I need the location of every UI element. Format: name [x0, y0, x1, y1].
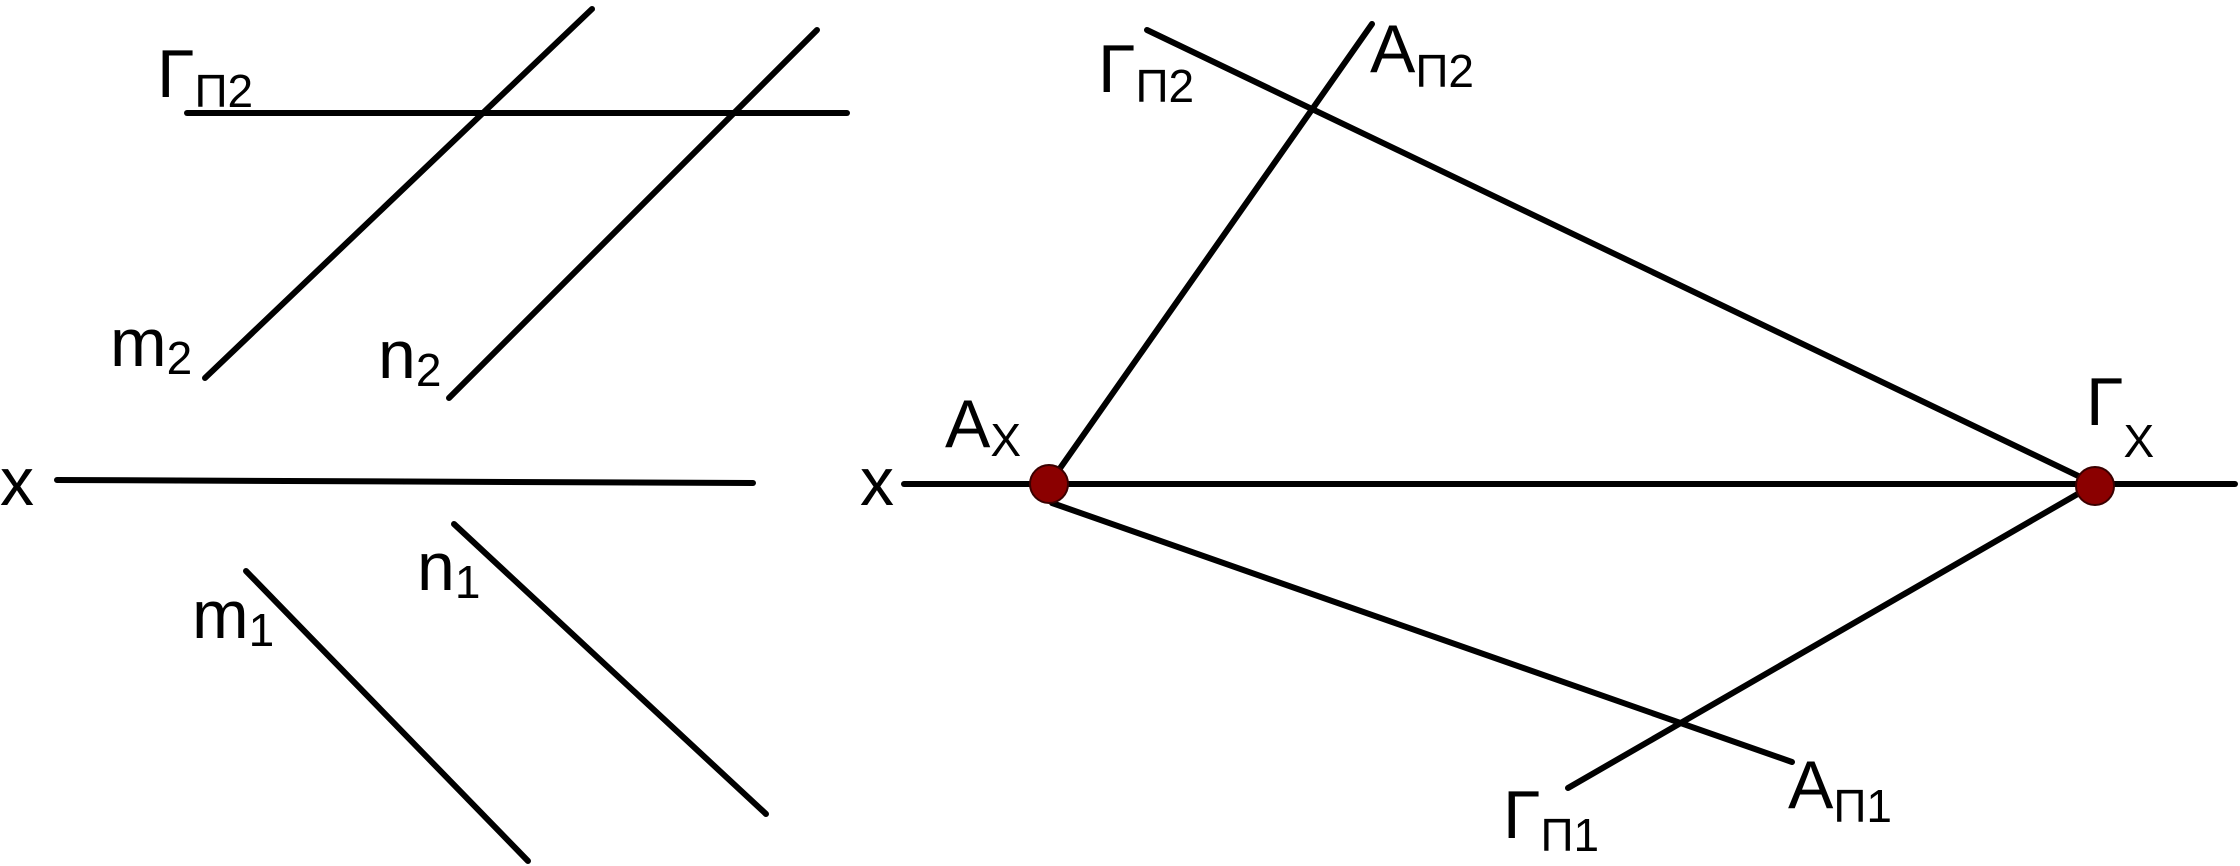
- point-a-x: [1029, 464, 1069, 504]
- gamma-p2-label: ΓП2: [1098, 31, 1194, 112]
- a-p2-label: AП2: [1370, 11, 1474, 97]
- a-p2-line: [1046, 21, 1375, 487]
- gamma-p1-label: ΓП1: [1503, 777, 1599, 861]
- n2-label: n2: [378, 317, 441, 396]
- a-p1-trace-line: [1049, 500, 1795, 765]
- left-x-axis-line: [54, 477, 756, 486]
- gamma-p2-trace-label: ΓП2: [157, 36, 253, 117]
- n2-line: [446, 27, 820, 401]
- a-p1-label: AП1: [1788, 747, 1892, 832]
- point-gamma-x: [2075, 466, 2115, 506]
- m2-line: [202, 6, 595, 381]
- right-x-axis-label: x: [860, 444, 894, 520]
- n1-label: n1: [417, 529, 480, 608]
- m2-label: m2: [110, 305, 192, 384]
- a-x-label: AX: [945, 386, 1021, 466]
- m1-line: [243, 568, 531, 864]
- n1-line: [451, 521, 769, 817]
- right-figure: ΓП2 AП2 AX ΓX x ΓП1 AП1: [860, 11, 2238, 861]
- gamma-p1-line: [1565, 481, 2098, 791]
- gamma-p2-line: [1144, 27, 2098, 487]
- left-x-axis-label: x: [0, 444, 34, 520]
- m1-label: m1: [192, 577, 274, 656]
- gamma-x-label: ΓX: [2086, 364, 2154, 467]
- left-figure: ΓП2 m2 n2 x m1 n1: [0, 6, 850, 864]
